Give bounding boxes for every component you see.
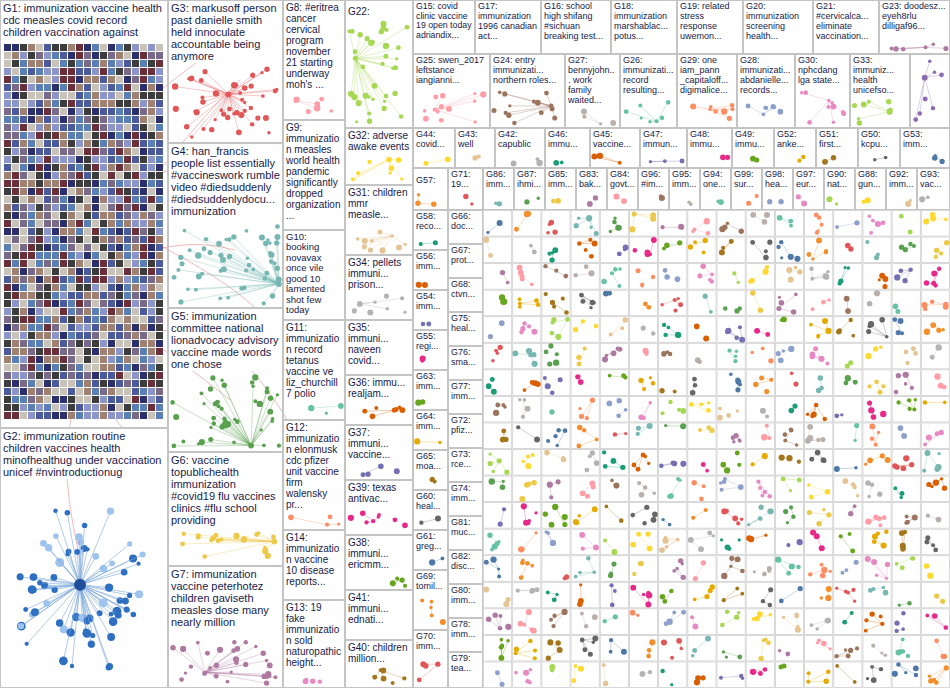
group-cell [513,237,541,263]
vertex-dot [577,216,580,219]
vertex-dot [875,221,881,227]
edge-line [920,78,925,114]
vertex-dot [613,216,616,219]
vertex-dot [814,213,819,218]
vertex-dot [868,215,871,218]
vertex-dot [612,220,617,225]
vertex-dot [594,231,599,236]
vertex-dot [939,72,944,77]
vertex-dot [869,231,873,235]
vertex-dot [552,229,557,234]
vertex-dot [913,117,918,122]
vertex-dot [589,226,592,229]
vertex-dot [660,225,664,229]
vertex-dot [923,219,929,225]
vertex-dot [789,224,793,228]
vertex-dot [923,96,928,101]
vertex-dot [930,212,935,217]
group-cell [892,211,920,237]
edge-line [837,223,857,227]
vertex-dot [704,218,710,224]
vertex-dot [931,106,935,110]
vertex-dot [881,221,886,226]
vertex-dot [835,225,839,229]
vertex-dot [488,253,493,258]
vertex-dot [529,244,533,248]
vertex-dot [722,224,728,230]
vertex-dot [764,212,770,218]
vertex-dot [616,225,622,231]
vertex-dot [944,218,948,222]
vertex-dot [908,230,913,235]
vertex-dot [586,215,592,221]
vertex-dot [691,230,694,233]
vertex-dot [750,212,756,218]
vertex-dot [726,222,729,225]
vertex-dot [788,219,793,224]
vertex-dot [739,229,744,234]
vertex-dot [928,59,932,63]
vertex-dot [497,220,503,226]
vertex-dot [629,226,635,232]
vertex-dot [632,211,637,216]
vertex-dot [933,70,937,74]
vertex-dot [678,224,684,230]
vertex-dot [549,257,554,262]
vertex-dot [706,231,710,235]
vertex-dot [650,212,656,218]
group-cell [659,211,687,237]
vertex-dot [552,247,558,253]
vertex-dot [820,223,824,227]
vertex-dot [514,227,519,232]
group-cell [775,211,803,237]
vertex-dot [899,214,904,219]
vertex-dot [547,252,551,256]
vertex-dot [609,230,612,233]
vertex-dot [918,111,923,116]
edge-line [925,78,933,108]
vertex-dot [486,231,489,234]
vertex-dot [816,229,819,232]
vertex-dot [777,215,783,221]
vertex-dot [524,211,530,217]
vertex-dot [546,231,550,235]
vertex-dot [922,75,928,81]
vertex-dot [574,223,579,228]
vertex-dot [871,219,875,223]
vertex-dot [483,237,489,243]
vertex-dot [854,220,859,225]
vertex-dot [549,220,555,226]
vertex-dot [762,219,768,225]
vertex-dot [532,249,537,254]
